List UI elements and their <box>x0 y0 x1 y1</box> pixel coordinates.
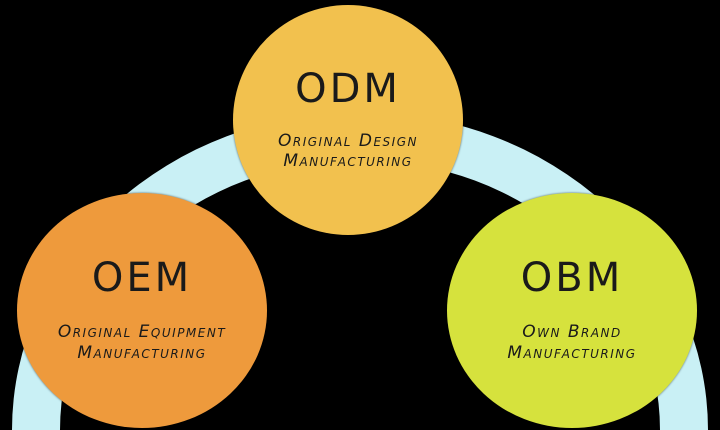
arc-band <box>12 112 708 430</box>
obm-circle: OBM Own Brand Manufacturing <box>447 193 697 428</box>
odm-subtitle-line1: Original Design <box>278 130 418 151</box>
odm-subtitle-line2: Manufacturing <box>283 151 413 171</box>
oem-circle: OEM Original Equipment Manufacturing <box>17 193 267 428</box>
obm-title: OBM <box>520 255 624 302</box>
oem-subtitle-line2: Manufacturing <box>77 342 207 363</box>
odm-title: ODM <box>295 65 401 112</box>
obm-subtitle-line2: Manufacturing <box>507 342 637 363</box>
odm-circle: ODM Original Design Manufacturing <box>233 5 463 235</box>
oem-subtitle-line1: Original Equipment <box>57 322 227 343</box>
oem-title: OEM <box>91 255 193 302</box>
obm-subtitle-line1: Own Brand <box>522 322 622 343</box>
